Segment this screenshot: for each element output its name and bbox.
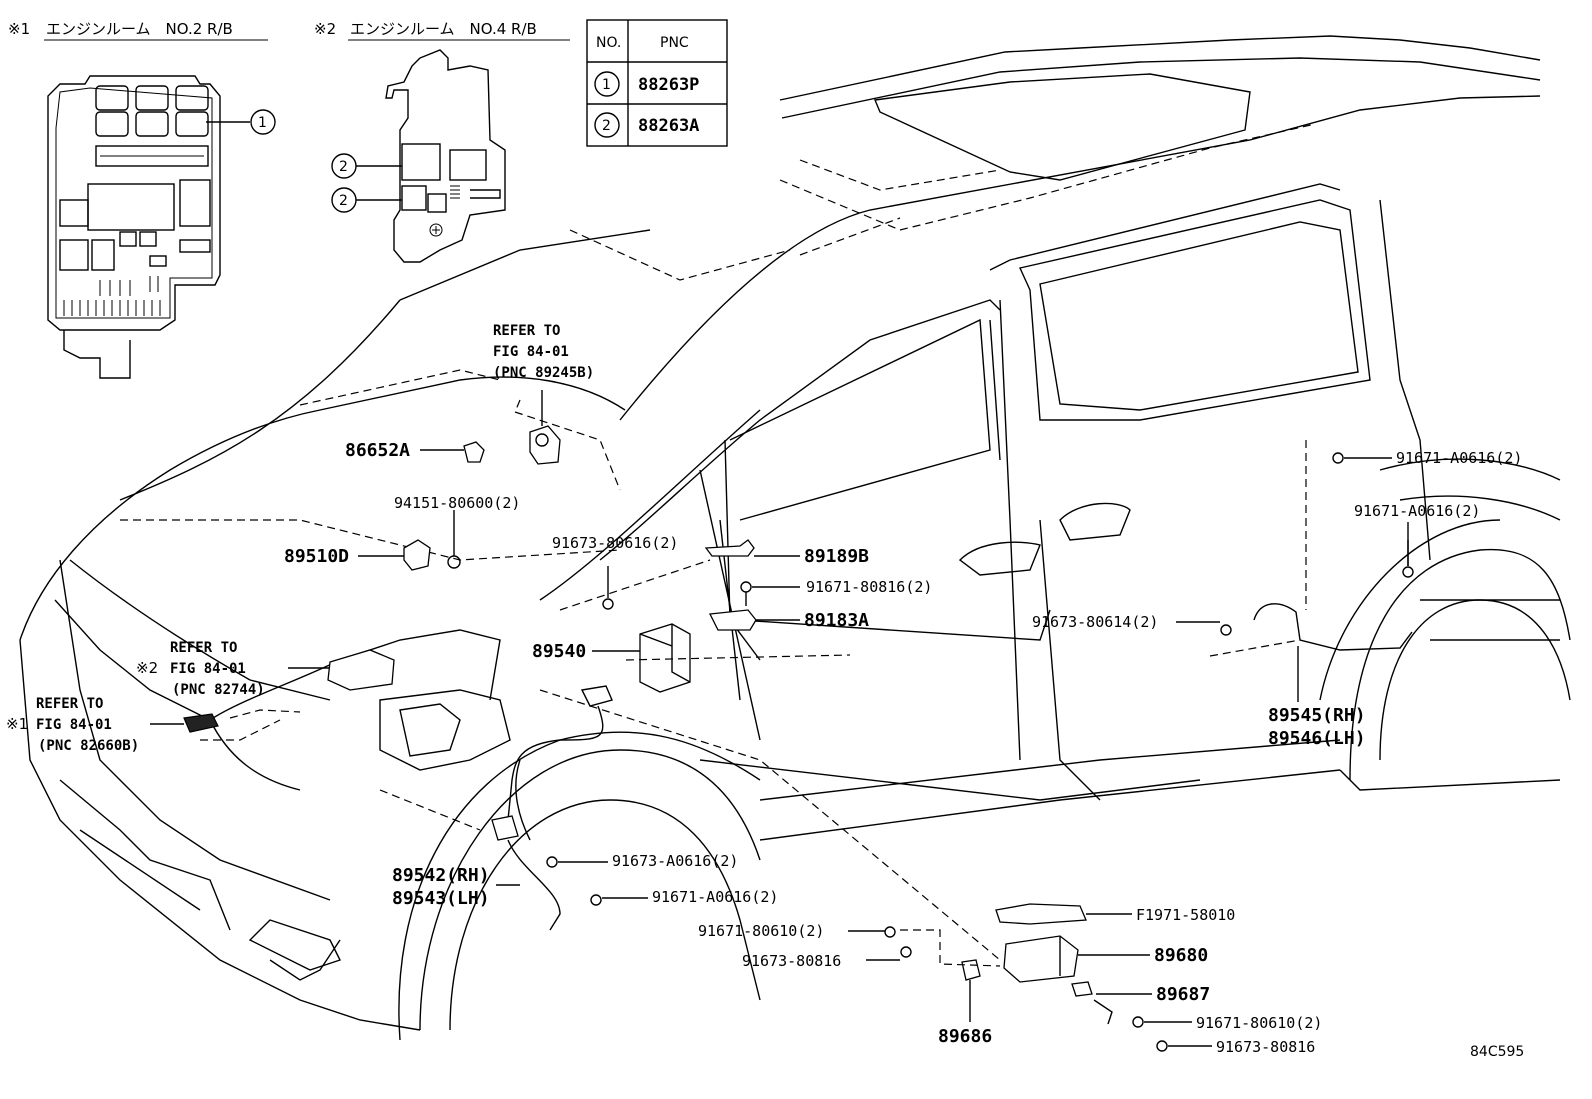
part-label-91671-a0616: 91671-A0616(2) (652, 888, 778, 906)
pnc-table-row-pnc: 88263A (638, 116, 699, 136)
part-label-91671-80610: 91671-80610(2) (1196, 1014, 1322, 1032)
part-label-89189b: 89189B (804, 546, 869, 567)
part-89680-cluster-drawing (884, 903, 1168, 1052)
pnc-table-header-no: NO. (596, 35, 621, 51)
callout-1-number: 1 (258, 115, 267, 131)
relay-block-no4-drawing (356, 49, 506, 263)
callout-2 (331, 153, 357, 179)
part-label-89687: 89687 (1156, 984, 1210, 1005)
reference-82744-line2: FIG 84-01 (170, 661, 246, 677)
dashed-leader (559, 559, 711, 611)
pnc-table-row-no: 1 (602, 77, 611, 93)
vehicle-outline (19, 35, 1571, 1041)
part-label-89680: 89680 (1154, 945, 1208, 966)
callout-2-number: 2 (339, 193, 348, 209)
part-label-f1971-58010: F1971-58010 (1136, 906, 1235, 924)
part-label-91671-80816: 91671-80816(2) (806, 578, 932, 596)
part-label-91671-a0616: 91671-A0616(2) (1396, 449, 1522, 467)
part-label-89540: 89540 (532, 641, 586, 662)
part-label-89543-lh: 89543(LH) (392, 888, 490, 909)
part-label-91673-a0616: 91673-A0616(2) (612, 852, 738, 870)
part-label-89686: 89686 (938, 1026, 992, 1047)
dashed-leader (229, 709, 301, 719)
reference-82660b-line3: (PNC 82660B) (38, 738, 139, 754)
callout-2-number: 2 (339, 159, 348, 175)
part-89183a-drawing (708, 581, 757, 631)
part-label-89542-rh: 89542(RH) (392, 865, 490, 886)
part-89510d-drawing (403, 510, 461, 571)
pnc-table-row-pnc: 88263P (638, 75, 699, 95)
reference-89245b-line1: REFER TO (493, 323, 560, 339)
part-label-86652a: 86652A (345, 440, 410, 461)
dashed-leader (200, 719, 281, 741)
reference-82660b-mark: ※1 (6, 715, 28, 733)
part-label-89546-lh: 89546(LH) (1268, 728, 1366, 749)
header-no4-rb: ※2 エンジンルーム NO.4 R/B (314, 20, 570, 41)
pnc-table-row-no: 2 (602, 118, 611, 134)
figure-code: 84C595 (1470, 1044, 1524, 1060)
part-label-91673-80616: 91673-80616(2) (552, 534, 678, 552)
reference-82744: REFER TO ※2 FIG 84-01 (PNC 82744) (136, 640, 330, 698)
rear-speed-sensor-drawing (1209, 440, 1414, 657)
reference-89245b-line2: FIG 84-01 (493, 344, 569, 360)
pnc-table: NO. PNC 1 88263P 2 88263A (586, 19, 728, 147)
sensor-89245b-drawing (514, 390, 621, 491)
dashed-leader (539, 689, 1001, 961)
part-label-89183a: 89183A (804, 610, 869, 631)
relay-block-no2-drawing (47, 75, 250, 379)
reference-82744-line1: REFER TO (170, 640, 237, 656)
reference-89245b: REFER TO FIG 84-01 (PNC 89245B) (493, 323, 594, 381)
part-label-89510d: 89510D (284, 546, 349, 567)
header-no2-rb-mark: ※1 (8, 20, 30, 38)
ref-part-82744-drawing (327, 649, 395, 691)
part-label-91671-80610: 91671-80610(2) (698, 922, 824, 940)
ref-part-82660b-drawing (183, 713, 219, 733)
part-label-91673-80816: 91673-80816 (742, 952, 841, 970)
reference-82744-line3: (PNC 82744) (172, 682, 265, 698)
header-no2-rb: ※1 エンジンルーム NO.2 R/B (8, 20, 268, 41)
header-no4-rb-mark: ※2 (314, 20, 336, 38)
part-label-89545-rh: 89545(RH) (1268, 705, 1366, 726)
reference-82660b-line2: FIG 84-01 (36, 717, 112, 733)
part-label-91671-a0616: 91671-A0616(2) (1354, 502, 1480, 520)
part-86652a-drawing (463, 441, 485, 463)
part-label-94151-80600: 94151-80600(2) (394, 494, 520, 512)
pnc-table-header-pnc: PNC (660, 35, 689, 51)
front-speed-sensor-drawing (491, 685, 613, 931)
part-89189b-drawing (704, 539, 755, 557)
part-label-91673-80614: 91673-80614(2) (1032, 613, 1158, 631)
header-no4-rb-text: エンジンルーム NO.4 R/B (350, 20, 537, 38)
header-no2-rb-text: エンジンルーム NO.2 R/B (46, 20, 233, 38)
dashed-leader (625, 654, 851, 661)
dashed-leader (379, 789, 481, 831)
callout-1 (250, 109, 276, 135)
reference-82660b-line1: REFER TO (36, 696, 103, 712)
callout-2 (331, 187, 357, 213)
reference-89245b-line3: (PNC 89245B) (493, 365, 594, 381)
part-89540-drawing (602, 566, 691, 693)
reference-82744-mark: ※2 (136, 659, 158, 677)
part-label-91673-80816: 91673-80816 (1216, 1038, 1315, 1056)
reference-82660b: REFER TO ※1 FIG 84-01 (PNC 82660B) (6, 696, 184, 754)
